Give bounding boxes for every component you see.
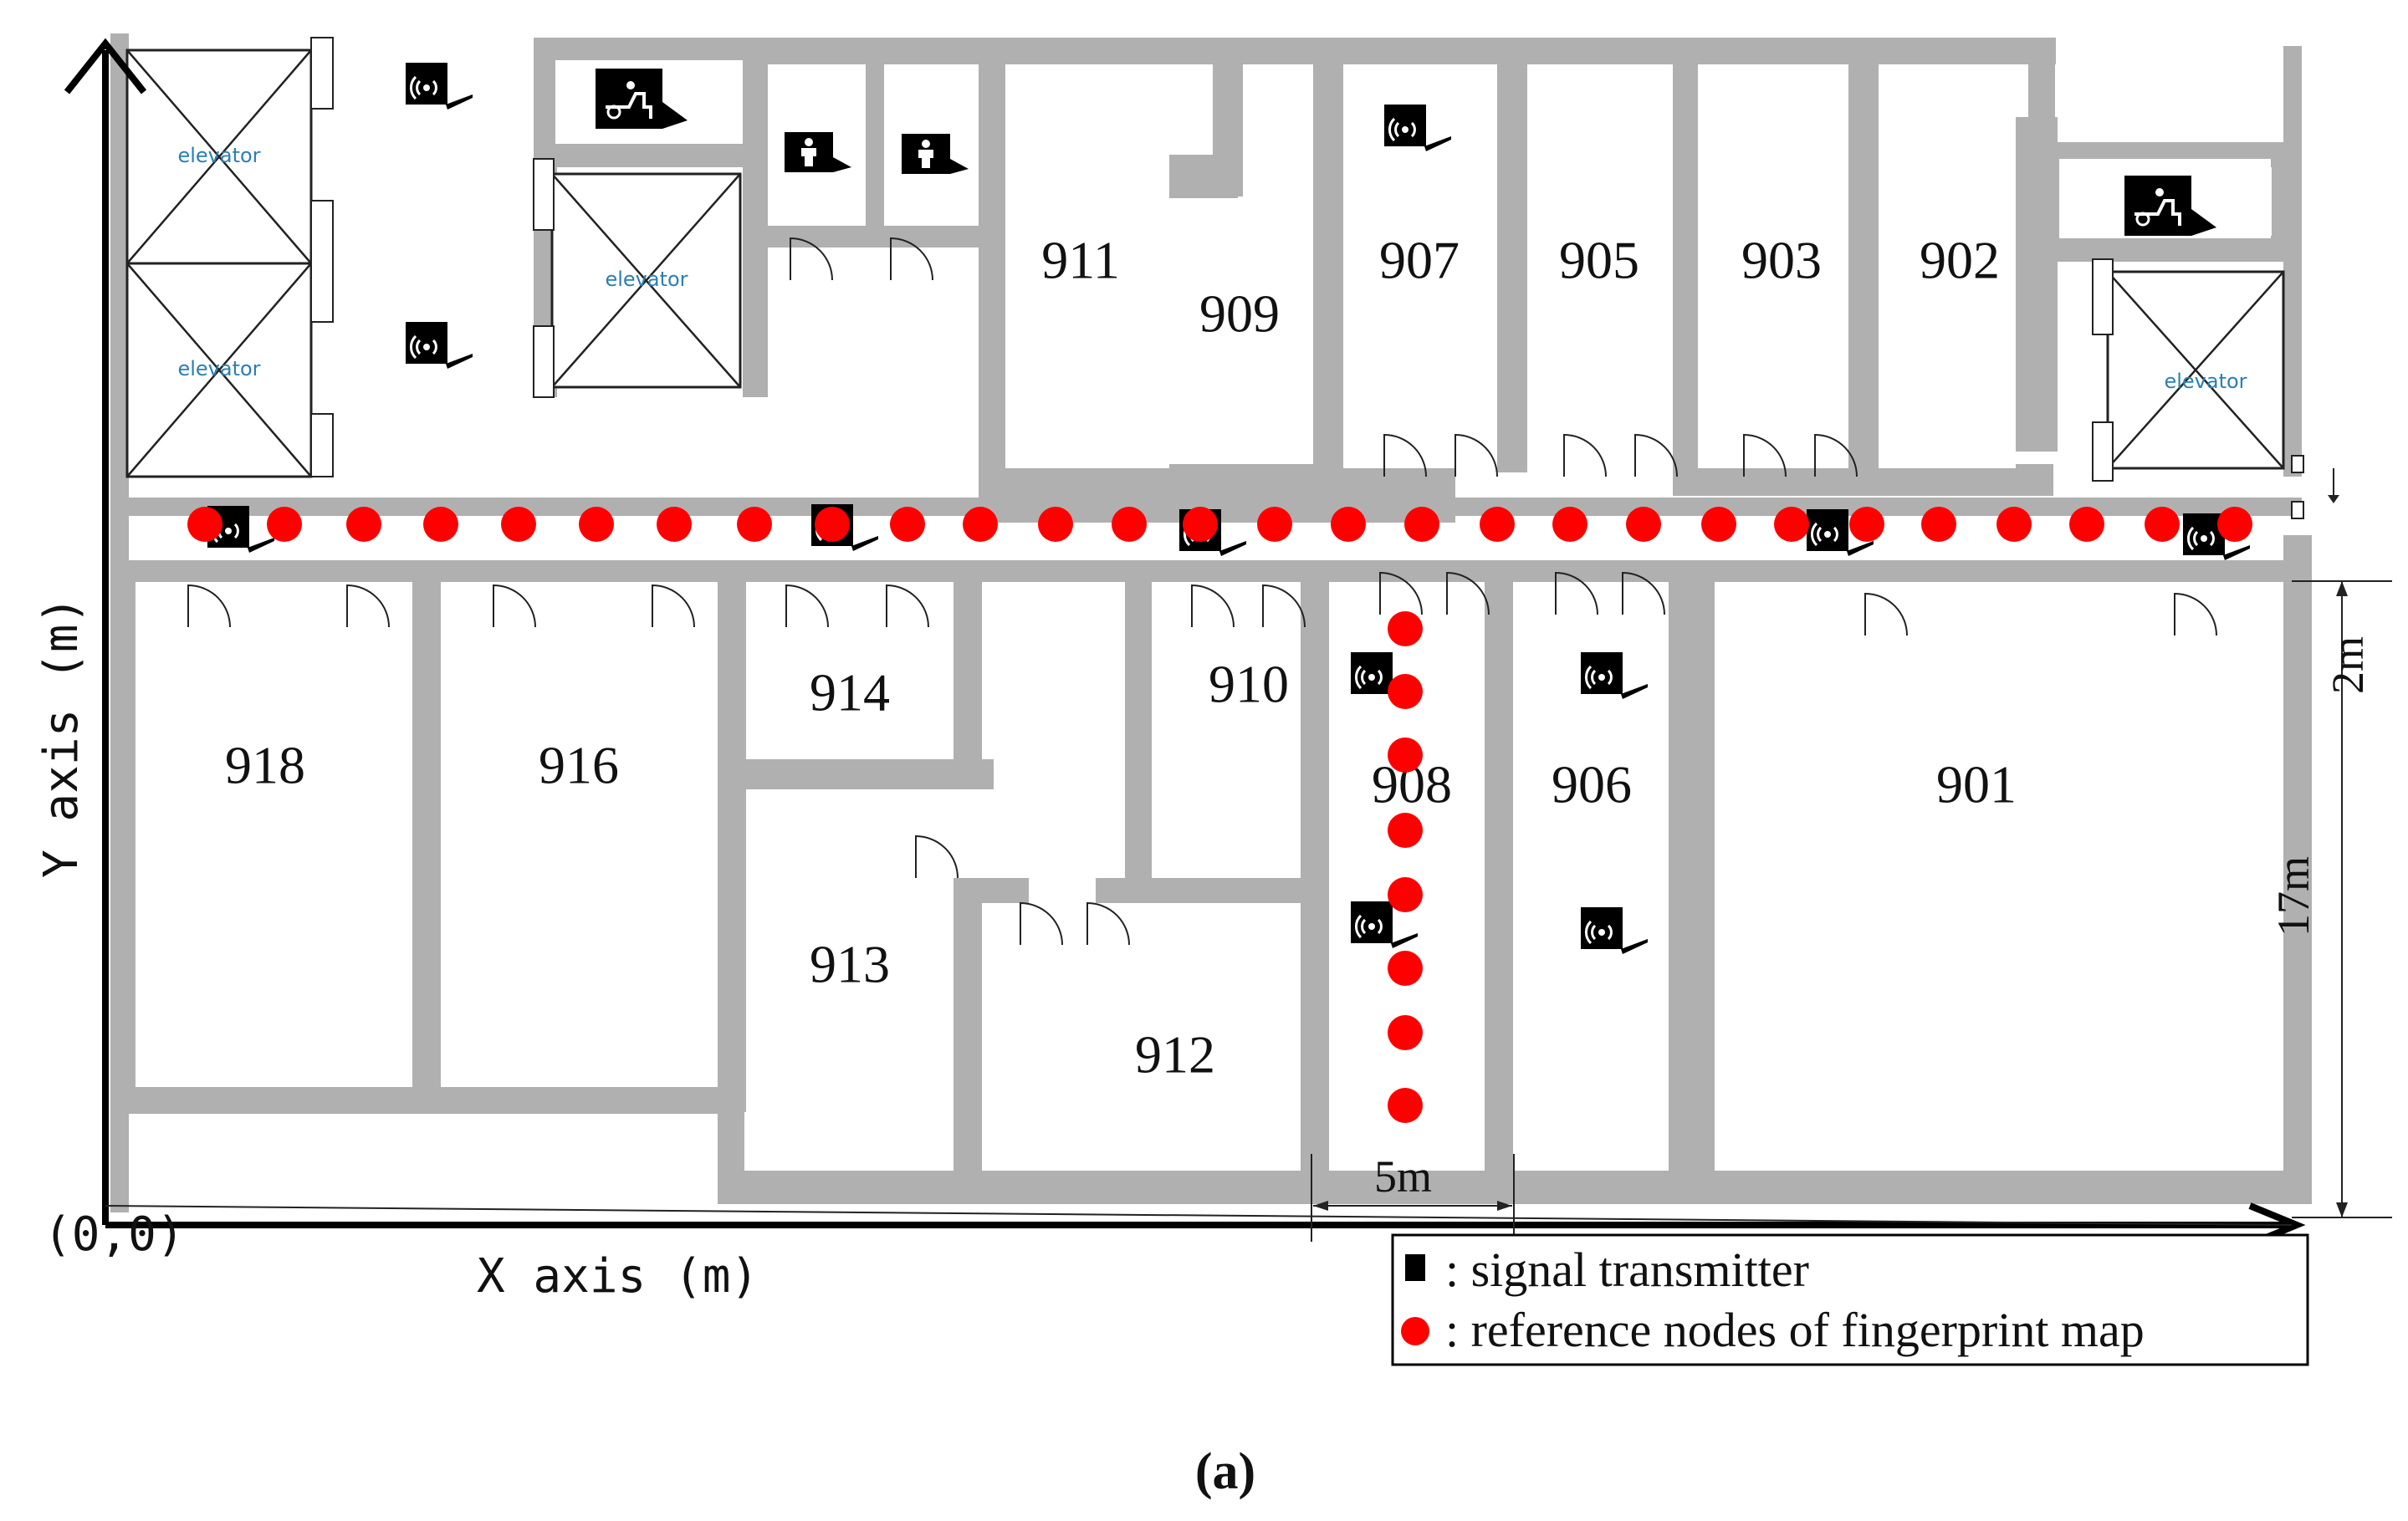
- room-912: 912: [1135, 1025, 1215, 1085]
- dimension-lines: [1311, 580, 2392, 1242]
- room-911: 911: [1041, 231, 1120, 290]
- room-902: 902: [1920, 231, 2000, 290]
- room-913: 913: [810, 935, 890, 994]
- room-901: 901: [1936, 755, 2017, 814]
- y-axis-label: Y axis (m): [34, 596, 89, 878]
- elevator-shafts: [125, 37, 2285, 482]
- axes: [64, 38, 2306, 1248]
- room-907: 907: [1379, 231, 1460, 290]
- room-914: 914: [810, 663, 890, 722]
- room-910: 910: [1209, 655, 1289, 714]
- wifi-transmitter-icon: [404, 320, 474, 370]
- height-label: 17m: [2268, 856, 2319, 937]
- room-906: 906: [1552, 755, 1632, 814]
- room-909: 909: [1199, 284, 1280, 344]
- elevator-label-3: elevator: [605, 268, 688, 291]
- legend: [1391, 1233, 2309, 1366]
- corridor-width-label: 5m: [1374, 1151, 1432, 1202]
- reference-nodes: [187, 507, 2252, 1123]
- room-916: 916: [539, 736, 619, 795]
- walls: [110, 33, 2312, 1212]
- elevator-label-2: elevator: [177, 357, 260, 380]
- wifi-transmitter-icon: [404, 61, 474, 111]
- origin-label: (0,0): [43, 1207, 185, 1262]
- elevator-label-4: elevator: [2164, 370, 2247, 393]
- x-axis-label: X axis (m): [477, 1249, 759, 1304]
- room-905: 905: [1559, 231, 1639, 290]
- legend-transmitter-label: : signal transmitter: [1445, 1243, 1809, 1297]
- room-918: 918: [225, 736, 305, 795]
- toilet-icon: [902, 134, 969, 174]
- right-edge-marker: [2291, 455, 2339, 519]
- room-903: 903: [1741, 231, 1822, 290]
- toilet-icon: [785, 132, 851, 172]
- figure-caption: (a): [1195, 1443, 1255, 1500]
- elevator-label-1: elevator: [177, 144, 260, 167]
- legend-reference-label: : reference nodes of fingerprint map: [1445, 1303, 2145, 1357]
- top-gap-label: 2m: [2323, 636, 2373, 694]
